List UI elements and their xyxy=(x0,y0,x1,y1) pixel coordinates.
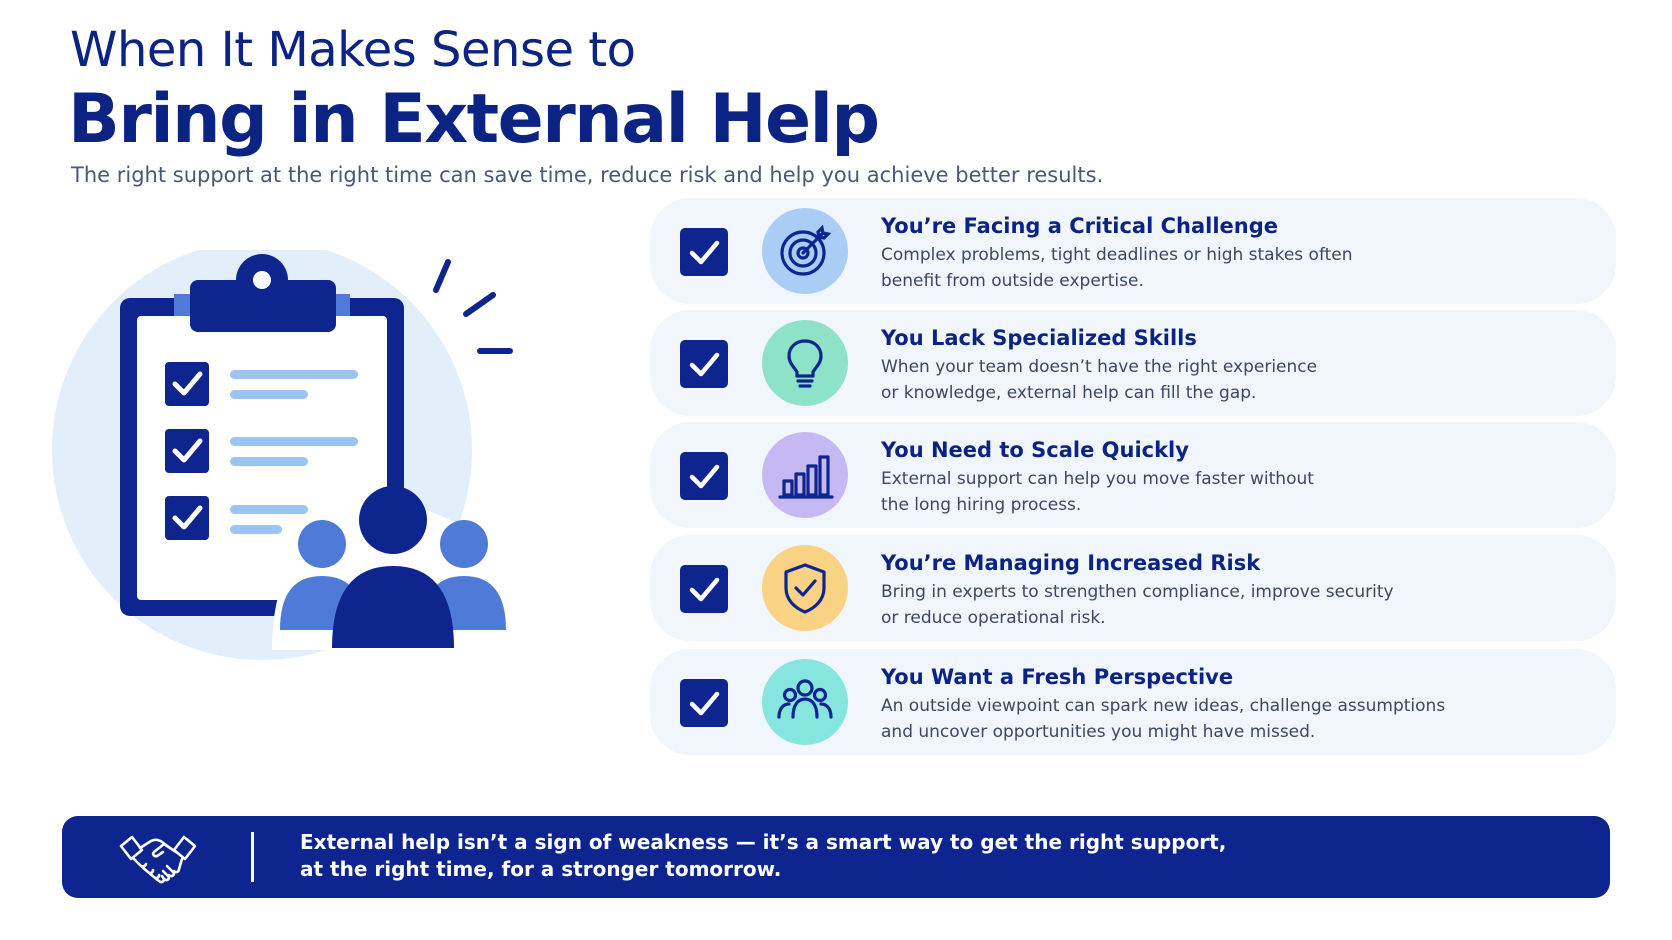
lightbulb-icon xyxy=(762,320,848,406)
checkbox-checked-icon xyxy=(680,679,728,727)
reason-card-fresh-perspective: You Want a Fresh Perspective An outside … xyxy=(650,649,1616,755)
checkbox-checked-icon xyxy=(680,340,728,388)
reason-title: You’re Managing Increased Risk xyxy=(881,551,1261,575)
checkbox-checked-icon xyxy=(680,452,728,500)
reason-description: Bring in experts to strengthen complianc… xyxy=(881,582,1394,628)
bar-chart-icon xyxy=(762,432,848,518)
page-title-top: When It Makes Sense to xyxy=(70,22,636,78)
checklist-checkbox-icon xyxy=(165,496,308,540)
banner-message: External help isn’t a sign of weakness —… xyxy=(300,830,1227,881)
handshake-icon xyxy=(119,835,197,884)
reason-description: An outside viewpoint can spark new ideas… xyxy=(881,696,1446,742)
checkbox-checked-icon xyxy=(680,228,728,276)
reason-description: Complex problems, tight deadlines or hig… xyxy=(881,245,1353,291)
checklist-checkbox-icon xyxy=(165,362,358,406)
reason-card-critical-challenge: You’re Facing a Critical Challenge Compl… xyxy=(650,198,1616,304)
page-subtitle: The right support at the right time can … xyxy=(71,163,1104,187)
people-group-icon xyxy=(762,659,848,745)
shield-check-icon xyxy=(762,545,848,631)
checklist-checkbox-icon xyxy=(165,429,358,473)
banner-divider xyxy=(251,832,254,882)
checkbox-checked-icon xyxy=(680,565,728,613)
clipboard-team-illustration xyxy=(52,250,518,660)
page-title: Bring in External Help xyxy=(68,80,880,159)
reason-title: You Lack Specialized Skills xyxy=(881,326,1197,350)
closing-banner: External help isn’t a sign of weakness —… xyxy=(62,816,1610,898)
target-icon xyxy=(762,208,848,294)
reason-card-specialized-skills: You Lack Specialized Skills When your te… xyxy=(650,310,1616,416)
reason-title: You Need to Scale Quickly xyxy=(881,438,1189,462)
reason-description: External support can help you move faste… xyxy=(881,469,1314,515)
reason-title: You Want a Fresh Perspective xyxy=(881,665,1234,689)
reason-card-scale-quickly: You Need to Scale Quickly External suppo… xyxy=(650,422,1616,528)
reason-title: You’re Facing a Critical Challenge xyxy=(881,214,1278,238)
reason-card-increased-risk: You’re Managing Increased Risk Bring in … xyxy=(650,535,1616,641)
reason-description: When your team doesn’t have the right ex… xyxy=(881,357,1318,403)
